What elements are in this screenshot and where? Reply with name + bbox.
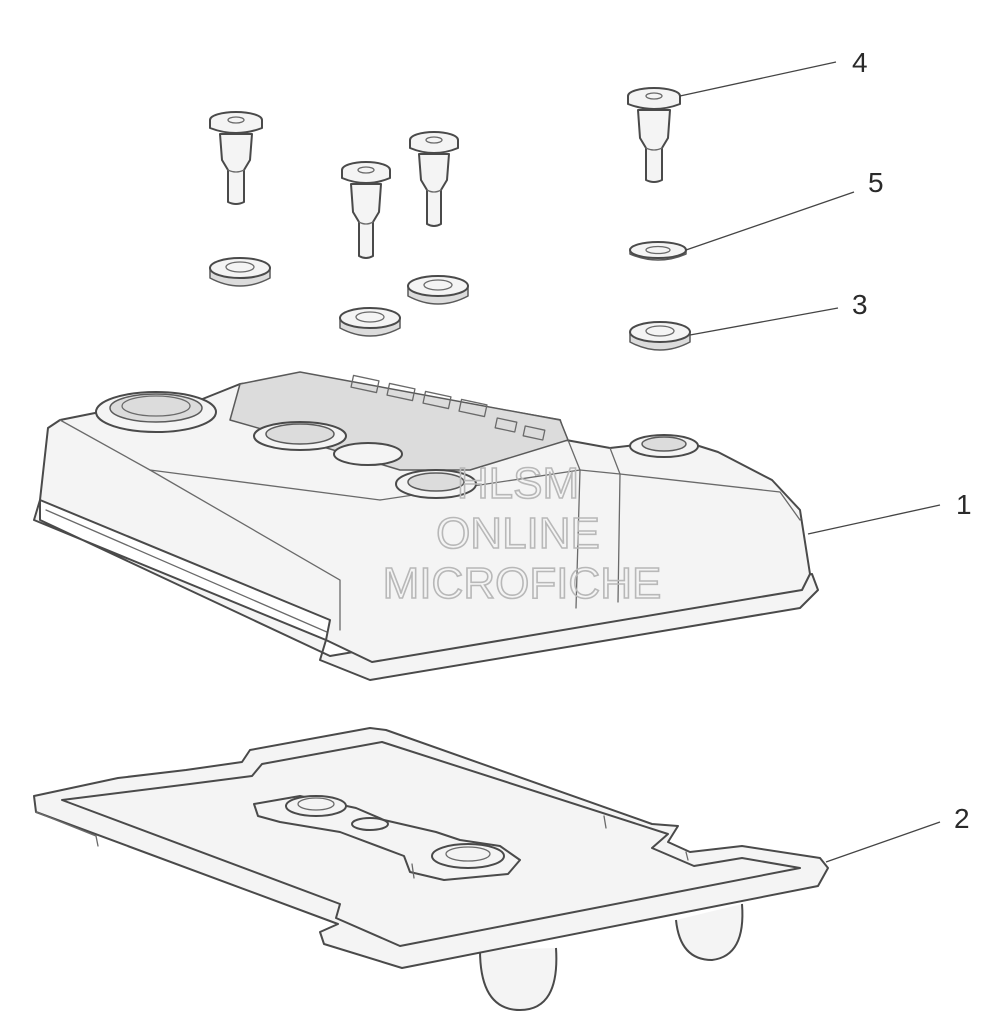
callout-label-5[interactable]: 5 [868, 167, 884, 198]
callout-label-4[interactable]: 4 [852, 47, 868, 78]
leader-1 [807, 504, 941, 535]
callouts: 1 2 3 4 5 [679, 47, 972, 863]
grommet-b[interactable] [339, 307, 401, 337]
leader-5 [685, 191, 855, 251]
bolt-group [209, 87, 681, 259]
leader-3 [689, 307, 839, 336]
leader-2 [825, 821, 941, 863]
bolt-a[interactable] [209, 111, 263, 205]
gasket[interactable] [33, 727, 829, 1011]
watermark-line2: ONLINE [436, 509, 600, 558]
watermark-line1: HLSM [457, 459, 579, 508]
watermark: HLSM ONLINE MICROFICHE [382, 458, 662, 609]
bolt-b[interactable] [341, 161, 391, 259]
bolt-d[interactable] [627, 87, 681, 183]
callout-label-3[interactable]: 3 [852, 289, 868, 320]
callout-label-2[interactable]: 2 [954, 803, 970, 834]
grommet-group [209, 241, 691, 351]
watermark-line3: MICROFICHE [383, 559, 662, 608]
grommet-c[interactable] [407, 275, 469, 305]
leader-4 [679, 61, 837, 97]
washer[interactable] [629, 241, 687, 261]
emboss-logo [350, 374, 546, 441]
grommet-d[interactable] [629, 321, 691, 351]
valve-cover[interactable] [33, 371, 819, 681]
callout-label-1[interactable]: 1 [956, 489, 972, 520]
bolt-c[interactable] [409, 131, 459, 227]
grommet-a[interactable] [209, 257, 271, 287]
